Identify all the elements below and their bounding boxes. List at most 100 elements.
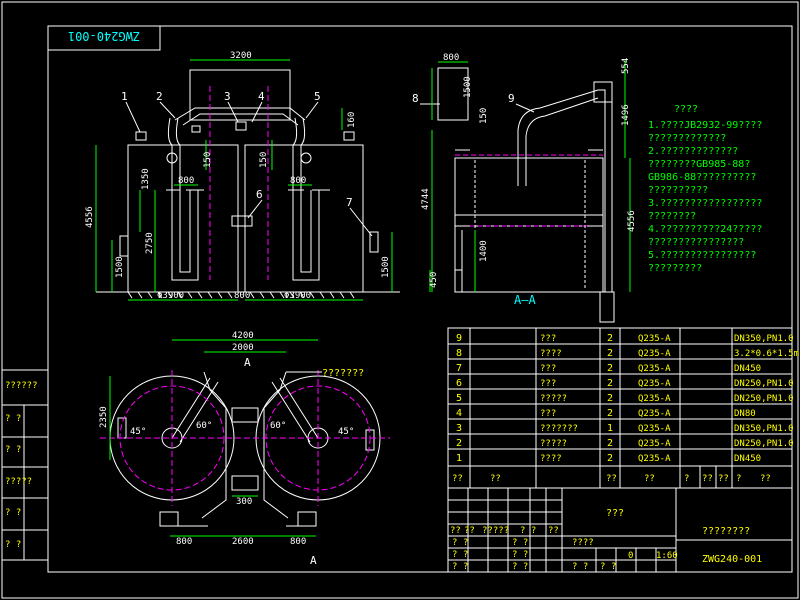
title-block-cell: ????? xyxy=(482,526,509,536)
dim-h1500-right: 1500 xyxy=(381,256,391,278)
title-block-cell: ???? xyxy=(572,538,594,548)
bom-cell-spec: DN450 xyxy=(734,364,761,374)
dim-side-w800: 800 xyxy=(443,53,459,63)
left-strip-cell: ? ? xyxy=(5,445,21,455)
callout-9: 9 xyxy=(508,92,515,105)
title-block-sheet: 0 xyxy=(628,551,633,561)
dim-plan-ang-c: 45° xyxy=(130,427,146,437)
bom-cell-name: ??? xyxy=(540,364,556,374)
bom-header-qty: ?? xyxy=(606,474,617,484)
title-block-cell: ?? xyxy=(464,526,475,536)
bom-cell-qty: 2 xyxy=(607,408,613,419)
section-label-aa: A—A xyxy=(514,293,536,307)
title-block-cell: ? ? xyxy=(512,562,528,572)
front-view: 1 2 3 4 5 6 7 3200 Φ3900 Φ3900 800 4556 … xyxy=(85,51,400,301)
technical-notes: ???? 1.????JB2932-99???? ????????????? 2… xyxy=(648,104,762,274)
bom-header-material: ?? xyxy=(644,474,655,484)
callout-3: 3 xyxy=(224,90,231,103)
title-block-cell: ?? xyxy=(450,526,461,536)
dim-plan-w4200: 4200 xyxy=(232,331,254,341)
notes-line: 2.????????????? xyxy=(648,146,738,157)
dim-plan-w2000: 2000 xyxy=(232,343,254,353)
bom-cell-name: ????? xyxy=(540,439,567,449)
bom-header-no: ?? xyxy=(452,474,463,484)
dim-side-h1496: 1496 xyxy=(621,104,631,126)
dim-gap-800: 800 xyxy=(234,291,250,301)
dim-plan-w800b: 800 xyxy=(290,537,306,547)
left-strip-cell: ? ? xyxy=(5,414,21,424)
dim-d3900-left: Φ3900 xyxy=(157,291,184,301)
bom-cell-no: 2 xyxy=(456,438,462,449)
bom-cell-no: 4 xyxy=(456,408,462,419)
dim-side-h450: 450 xyxy=(429,272,439,288)
bom-cell-qty: 2 xyxy=(607,363,613,374)
bom-cell-qty: 2 xyxy=(607,393,613,404)
callout-2: 2 xyxy=(156,90,163,103)
left-strip-cell: ? ? xyxy=(5,540,21,550)
bom-cell-spec: 3.2*0.6*1.5m xyxy=(734,349,799,359)
bom-header-col: ? xyxy=(736,474,741,484)
bom-cell-material: Q235-A xyxy=(638,364,671,374)
bom-cell-no: 9 xyxy=(456,333,462,344)
bom-cell-material: Q235-A xyxy=(638,379,671,389)
bom-cell-material: Q235-A xyxy=(638,424,671,434)
dim-total-h: 4556 xyxy=(85,206,95,228)
title-block-cell: ? ? xyxy=(600,562,616,572)
bom-table xyxy=(447,327,793,489)
dim-h150-a: 150 xyxy=(203,152,213,168)
bom-header-spec: ?? xyxy=(760,474,771,484)
dim-d3900-right: Φ3900 xyxy=(284,291,311,301)
left-strip-table: ?????? ? ? ? ? ????? ? ? ? ? xyxy=(1,369,49,561)
notes-line: ????????????? xyxy=(648,133,726,144)
notes-line: GB986-88?????????? xyxy=(648,172,756,183)
drawing-number-box: ZWG240-001 xyxy=(47,25,161,51)
bom-header-unit: ? xyxy=(684,474,689,484)
dim-plan-w2600: 2600 xyxy=(232,537,254,547)
title-block-cell: ?? xyxy=(548,526,559,536)
plan-marker-a: A xyxy=(244,356,251,369)
callout-4: 4 xyxy=(258,90,265,103)
dim-side-h1500: 1500 xyxy=(463,76,473,98)
title-block-company: ???????? xyxy=(702,526,750,537)
title-block-cell: ? ? xyxy=(512,550,528,560)
dim-w800-b: 800 xyxy=(290,176,306,186)
bom-cell-name: ???? xyxy=(540,349,562,359)
callout-8: 8 xyxy=(412,92,419,105)
bom-cell-spec: DN350,PN1.0 xyxy=(734,334,794,344)
bom-cell-name: ???? xyxy=(540,454,562,464)
bom-cell-no: 1 xyxy=(456,453,462,464)
dim-side-h1400: 1400 xyxy=(479,240,489,262)
notes-line: ???????? xyxy=(648,211,696,222)
plan-view: 4200 2000 2350 300 800 2600 800 60° 60° … xyxy=(99,331,390,567)
dim-side-h4556: 4556 xyxy=(627,210,637,232)
title-block-drawing-no: ZWG240-001 xyxy=(702,554,762,565)
title-block-cell: ? ? xyxy=(520,526,536,536)
dim-side-h554: 554 xyxy=(621,58,631,74)
title-block-cell: ? ? xyxy=(452,562,468,572)
bom-cell-spec: DN250,PN1.0 xyxy=(734,379,794,389)
notes-line: 4.??????????24????? xyxy=(648,224,762,235)
notes-line: 3.????????????????? xyxy=(648,198,762,209)
callout-6: 6 xyxy=(256,188,263,201)
dim-plan-h2350: 2350 xyxy=(99,406,109,428)
dim-plan-ang-a: 60° xyxy=(196,421,212,431)
bom-cell-no: 5 xyxy=(456,393,462,404)
title-block-cell: ? ? xyxy=(572,562,588,572)
title-block-cell: ? ? xyxy=(452,538,468,548)
bom-cell-qty: 2 xyxy=(607,453,613,464)
dim-h2750: 2750 xyxy=(145,232,155,254)
dim-top-width: 3200 xyxy=(230,51,252,61)
notes-line: 1.????JB2932-99???? xyxy=(648,120,762,131)
bom-cell-qty: 2 xyxy=(607,333,613,344)
title-block-cell: ? ? xyxy=(452,550,468,560)
bom-cell-no: 8 xyxy=(456,348,462,359)
dim-h160: 160 xyxy=(347,112,357,128)
notes-line: ???????????????? xyxy=(648,237,744,248)
dim-h1500-left: 1500 xyxy=(115,256,125,278)
notes-line: ????????GB985-88? xyxy=(648,159,750,170)
bom-cell-name: ????? xyxy=(540,394,567,404)
bom-cell-name: ??? xyxy=(540,379,556,389)
side-view-section: 8 9 A—A 800 1500 150 4744 1400 450 554 1… xyxy=(412,53,637,323)
